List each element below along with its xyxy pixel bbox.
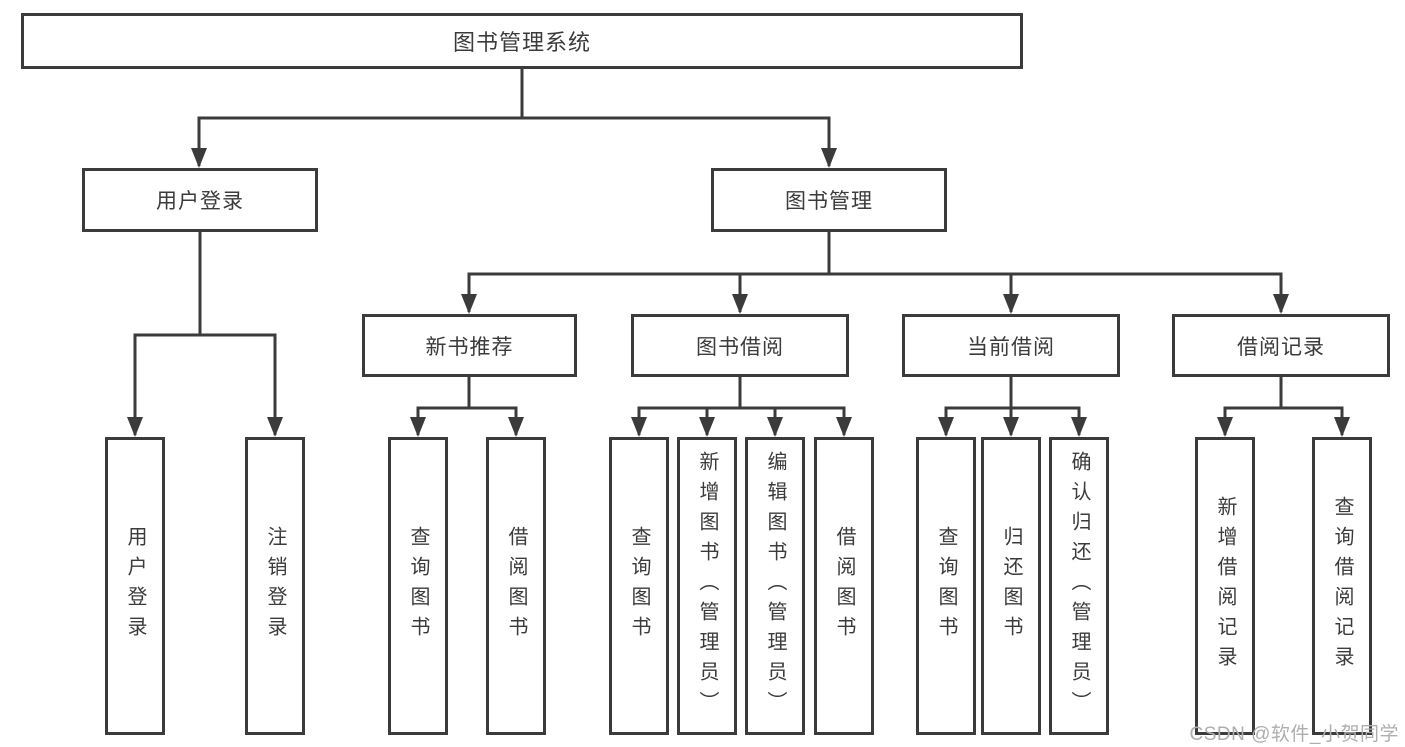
leaf-confirm-return-admin: 确认归还（管理员） (1049, 437, 1109, 735)
leaf-query-books-current: 查询图书 (916, 437, 976, 735)
node-current-borrowing: 当前借阅 (902, 314, 1120, 377)
arrowhead (508, 417, 524, 437)
arrowhead (1217, 417, 1233, 437)
edge-userlogin-rail (133, 333, 277, 435)
node-book-borrowing: 图书借阅 (631, 314, 849, 377)
arrowhead (410, 417, 426, 437)
leaf-query-books-borrowing: 查询图书 (609, 437, 669, 735)
node-library-management-system: 图书管理系统 (21, 13, 1023, 69)
arrowhead (732, 294, 748, 314)
leaf-query-books-recommend: 查询图书 (388, 437, 448, 735)
arrowhead (821, 148, 837, 168)
leaf-borrow-books-recommend: 借阅图书 (486, 437, 546, 735)
arrowhead (267, 417, 283, 437)
leaf-query-borrow-record: 查询借阅记录 (1312, 437, 1372, 735)
arrowhead (461, 294, 477, 314)
arrowhead (127, 417, 143, 437)
arrowhead (836, 417, 852, 437)
csdn-watermark: CSDN @软件_小贺同学 (1189, 724, 1399, 745)
leaf-logout: 注销登录 (245, 437, 305, 735)
arrowhead (1003, 417, 1019, 437)
arrowhead (1273, 294, 1289, 314)
arrowhead (767, 417, 783, 437)
arrowhead (631, 417, 647, 437)
edge-borrow-rail (637, 406, 846, 435)
node-borrowing-records: 借阅记录 (1172, 314, 1390, 377)
leaf-edit-books-admin: 编辑图书（管理员） (745, 437, 805, 735)
leaf-add-books-admin: 新增图书（管理员） (677, 437, 737, 735)
arrowhead (1334, 417, 1350, 437)
edge-records-rail (1223, 406, 1344, 435)
edge-borrow-drops (705, 408, 777, 435)
arrowhead (699, 417, 715, 437)
leaf-user-login: 用户登录 (105, 437, 165, 735)
leaf-add-borrow-record: 新增借阅记录 (1195, 437, 1255, 735)
arrowhead (1003, 294, 1019, 314)
arrowhead (1071, 417, 1087, 437)
edge-current-rail (944, 406, 1081, 435)
arrowhead (191, 148, 207, 168)
leaf-return-books: 归还图书 (981, 437, 1041, 735)
edge-root-rail (197, 116, 831, 166)
edge-bookmgmt-rail (467, 272, 1283, 312)
node-new-book-recommend: 新书推荐 (362, 314, 577, 377)
node-book-management: 图书管理 (711, 168, 947, 232)
arrowhead (938, 417, 954, 437)
node-user-login: 用户登录 (82, 168, 318, 232)
edge-bookmgmt-drops (738, 274, 1013, 312)
leaf-borrow-books-borrowing: 借阅图书 (814, 437, 874, 735)
edge-rec-rail (416, 406, 518, 435)
